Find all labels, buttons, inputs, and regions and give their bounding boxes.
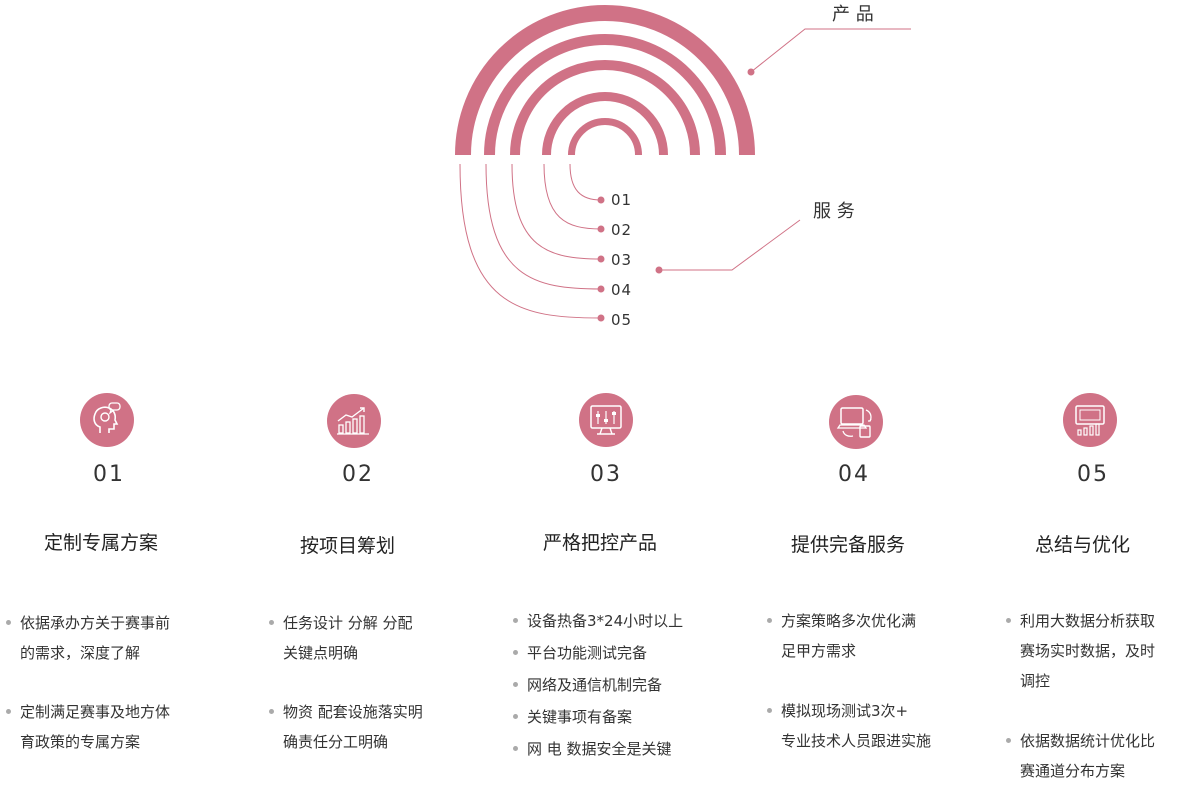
bullet-dot (6, 709, 11, 714)
step-number: 01 (93, 462, 125, 487)
service-curve-2 (543, 163, 602, 230)
service-callout-dot (655, 266, 663, 274)
list-item: 方案策略多次优化满 足甲方需求 (767, 606, 916, 666)
service-curve-4 (485, 163, 602, 290)
bullet-dot (6, 620, 11, 625)
bullet-dot (269, 709, 274, 714)
growth-chart-icon (327, 394, 381, 448)
bullet-dot (1006, 618, 1011, 623)
bullet-dot (767, 708, 772, 713)
bullet-dot (513, 618, 518, 623)
ring-number-04: 04 (611, 281, 633, 299)
screen-stats-icon (1063, 393, 1117, 447)
product-callout-dot (747, 68, 755, 76)
ring-dot-2 (597, 225, 605, 233)
step-number: 04 (838, 462, 870, 487)
step-title: 总结与优化 (1035, 534, 1131, 556)
list-item: 关键事项有备案 (513, 702, 632, 732)
step-title: 提供完备服务 (791, 534, 906, 556)
monitor-settings-icon (579, 393, 633, 447)
rainbow-diagram (455, 5, 911, 322)
service-curve-3 (511, 163, 602, 260)
callout-lines (655, 28, 911, 274)
ring-number-02: 02 (611, 221, 633, 239)
list-item: 依据数据统计优化比 赛通道分布方案 (1006, 726, 1155, 786)
bullet-dot (1006, 738, 1011, 743)
ring-dot-4 (597, 285, 605, 293)
product-arcs (455, 5, 755, 156)
bullet-dot (513, 746, 518, 751)
list-item: 任务设计 分解 分配 关键点明确 (269, 608, 413, 668)
bullet-dot (767, 618, 772, 623)
ring-dot-1 (597, 196, 605, 204)
ring-dot-3 (597, 255, 605, 263)
service-curves (459, 163, 602, 319)
ring-number-dots (597, 196, 605, 322)
step-number: 05 (1077, 462, 1109, 487)
list-item: 模拟现场测试3次+ 专业技术人员跟进实施 (767, 696, 931, 756)
step-title: 定制专属方案 (44, 532, 159, 554)
list-item: 定制满足赛事及地方体 育政策的专属方案 (6, 697, 170, 757)
list-item: 网 电 数据安全是关键 (513, 734, 672, 764)
step-number: 03 (590, 462, 622, 487)
list-item: 网络及通信机制完备 (513, 670, 662, 700)
ring-dot-5 (597, 314, 605, 322)
product-callout-line (750, 28, 911, 73)
step-title: 严格把控产品 (543, 532, 658, 554)
product-arc-4 (542, 92, 668, 156)
step-title: 按项目筹划 (300, 535, 396, 557)
list-item: 利用大数据分析获取 赛场实时数据，及时 调控 (1006, 606, 1155, 696)
product-arc-3 (510, 60, 700, 156)
ring-number-03: 03 (611, 251, 633, 269)
service-label: 服 务 (813, 201, 855, 222)
product-arc-1 (455, 5, 755, 156)
bullet-dot (269, 620, 274, 625)
service-curve-1 (569, 163, 602, 201)
ring-number-01: 01 (611, 191, 633, 209)
bullet-dot (513, 714, 518, 719)
list-item: 依据承办方关于赛事前 的需求，深度了解 (6, 608, 170, 668)
product-label: 产 品 (832, 4, 874, 25)
service-callout-line (659, 219, 801, 271)
head-idea-icon (80, 393, 134, 447)
bullet-dot (513, 682, 518, 687)
ring-number-05: 05 (611, 311, 633, 329)
service-curve-5 (459, 163, 602, 319)
laptop-sync-icon (829, 395, 883, 449)
product-arc-2 (484, 34, 726, 156)
list-item: 平台功能测试完备 (513, 638, 647, 668)
product-arc-5 (568, 118, 642, 156)
bullet-dot (513, 650, 518, 655)
list-item: 设备热备3*24小时以上 (513, 606, 683, 636)
list-item: 物资 配套设施落实明 确责任分工明确 (269, 697, 423, 757)
step-number: 02 (342, 462, 374, 487)
